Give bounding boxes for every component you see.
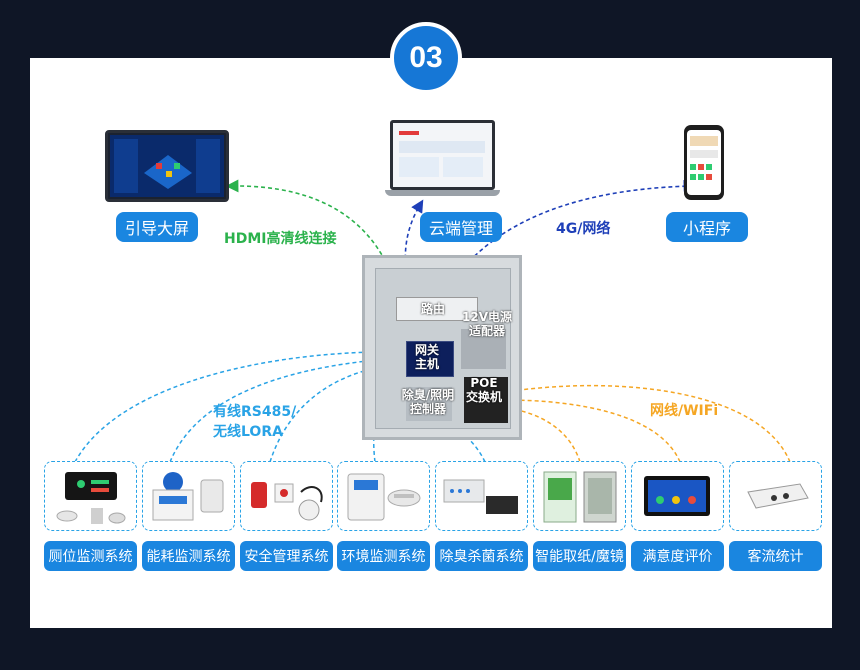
- deodor-controller-text: 除臭/照明 控制器: [401, 388, 455, 416]
- router-text: 路由: [420, 302, 445, 316]
- rating-panel-icon: [644, 476, 710, 516]
- wifi-link-label: 网线/WIFi: [650, 403, 719, 419]
- deodorizer-icon: [443, 479, 518, 514]
- hdmi-link-label: HDMI高清线连接: [224, 231, 337, 247]
- module-box-rating: [631, 461, 724, 531]
- module-box-occupancy: [44, 461, 137, 531]
- wired-link-1: [74, 345, 406, 463]
- system-button-paper: 智能取纸/魔镜: [533, 541, 626, 571]
- laptop-base: [385, 190, 500, 196]
- poe-switch-text: POE 交换机: [465, 376, 502, 404]
- guide-screen-label: 引导大屏: [116, 212, 198, 242]
- system-button-traffic: 客流统计: [729, 541, 822, 571]
- system-button-rating: 满意度评价: [631, 541, 724, 571]
- system-button-energy: 能耗监测系统: [142, 541, 235, 571]
- wired-link-2: [169, 352, 406, 463]
- wired-link-label: 有线RS485/ 无线LORA: [213, 404, 297, 440]
- deodor-module: [406, 387, 452, 421]
- air-sensor-icon: [347, 473, 421, 521]
- wifi-link-2: [499, 394, 681, 463]
- mini-program-label: 小程序: [666, 212, 748, 242]
- module-box-environment: [337, 461, 430, 531]
- wifi-link-3: [499, 384, 791, 463]
- system-button-deodorizer: 除臭杀菌系统: [435, 541, 528, 571]
- net4g-link-label: 4G/网络: [556, 221, 611, 237]
- control-cabinet: 路由 12V电源 适配器 网关 主机 除臭/照明 控制器 POE 交换机: [362, 255, 522, 440]
- paper-dispenser-icon: [543, 471, 617, 523]
- breaker-row: [396, 297, 478, 321]
- system-button-occupancy: 厕位监测系统: [44, 541, 137, 571]
- module-box-traffic: [729, 461, 822, 531]
- guide-screen-device: [105, 130, 229, 202]
- system-button-safety: 安全管理系统: [240, 541, 333, 571]
- meter-icon: [152, 472, 224, 521]
- power-adapter-text: 12V电源 适配器: [462, 310, 512, 338]
- laptop-device: [385, 120, 500, 200]
- module-box-paper: [533, 461, 626, 531]
- module-box-energy: [142, 461, 235, 531]
- occupancy-sign-icon: [56, 472, 126, 524]
- laptop-screen: [390, 120, 495, 190]
- alarm-icon: [251, 482, 323, 521]
- power-module: [461, 329, 506, 369]
- module-box-safety: [240, 461, 333, 531]
- dashboard-thumbnail-icon: [110, 135, 224, 197]
- people-counter-icon: [747, 483, 809, 509]
- cabinet-inner: [375, 268, 511, 429]
- gateway-text: 网关 主机: [414, 343, 439, 371]
- system-button-environment: 环境监测系统: [337, 541, 430, 571]
- phone-device: [684, 125, 724, 200]
- poe-module: [464, 377, 508, 423]
- module-box-deodorizer: [435, 461, 528, 531]
- wired-link-3: [269, 358, 406, 463]
- cloud-label: 云端管理: [420, 212, 502, 242]
- step-badge: 03: [390, 22, 462, 94]
- gateway-module: [406, 341, 454, 377]
